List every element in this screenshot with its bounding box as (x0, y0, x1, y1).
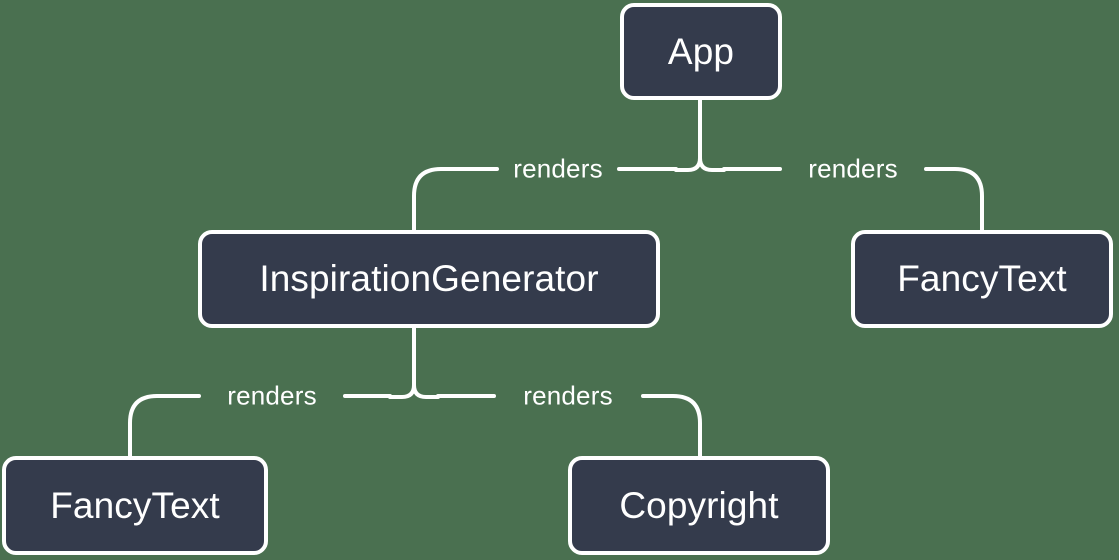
edge-label-inspirationgenerator-to-fancytext: renders (227, 380, 317, 411)
node-copyright-label: Copyright (619, 484, 779, 526)
node-app-label: App (667, 30, 735, 72)
edge-ig-to-copyright-right-seg (641, 394, 702, 458)
node-copyright[interactable]: Copyright (568, 456, 830, 555)
edge-app-junction (674, 156, 726, 172)
edge-app-to-inspirationgenerator-left-seg (412, 167, 499, 232)
node-fancytext-bottom-left-label: FancyText (50, 484, 220, 526)
node-fancytext-right[interactable]: FancyText (851, 230, 1113, 328)
edge-label-app-to-inspirationgenerator: renders (513, 153, 603, 184)
node-fancytext-right-label: FancyText (897, 258, 1067, 299)
edge-label-app-to-fancytext: renders (808, 153, 898, 184)
node-app[interactable]: App (620, 3, 782, 100)
edge-ig-to-fancytext-left-seg (128, 394, 201, 458)
edge-inspirationgenerator-junction (388, 383, 440, 399)
node-inspiration-generator[interactable]: InspirationGenerator (198, 230, 660, 328)
edge-app-to-fancytext-right-seg (924, 167, 984, 232)
node-inspiration-generator-label: InspirationGenerator (259, 258, 599, 299)
edge-label-inspirationgenerator-to-copyright: renders (523, 380, 613, 411)
node-fancytext-bottom-left[interactable]: FancyText (2, 456, 268, 555)
